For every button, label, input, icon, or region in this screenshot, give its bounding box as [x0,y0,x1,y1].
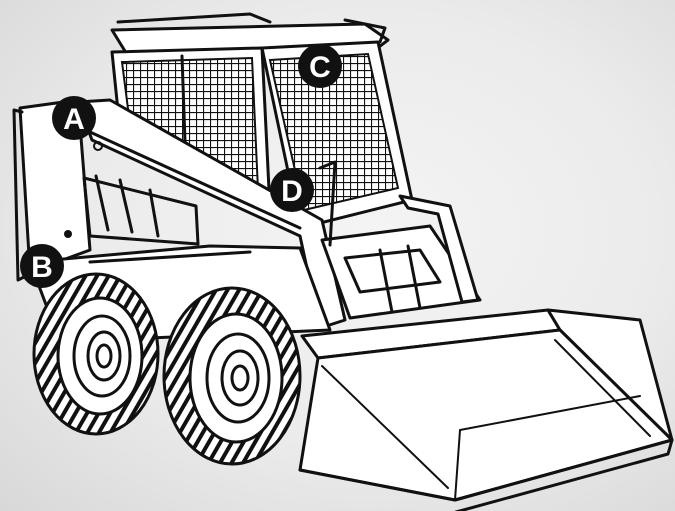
bucket [300,310,672,511]
callout-b-label: B [31,251,53,284]
callout-c-label: C [309,51,331,84]
callout-a: A [52,96,96,140]
callout-d-label: D [281,175,303,208]
callout-d: D [270,168,314,212]
callout-a-label: A [63,103,85,136]
callout-c: C [298,44,342,88]
light-icon [64,230,72,238]
rear-tire [34,274,158,434]
front-tire [164,288,300,464]
callout-b: B [20,244,64,288]
